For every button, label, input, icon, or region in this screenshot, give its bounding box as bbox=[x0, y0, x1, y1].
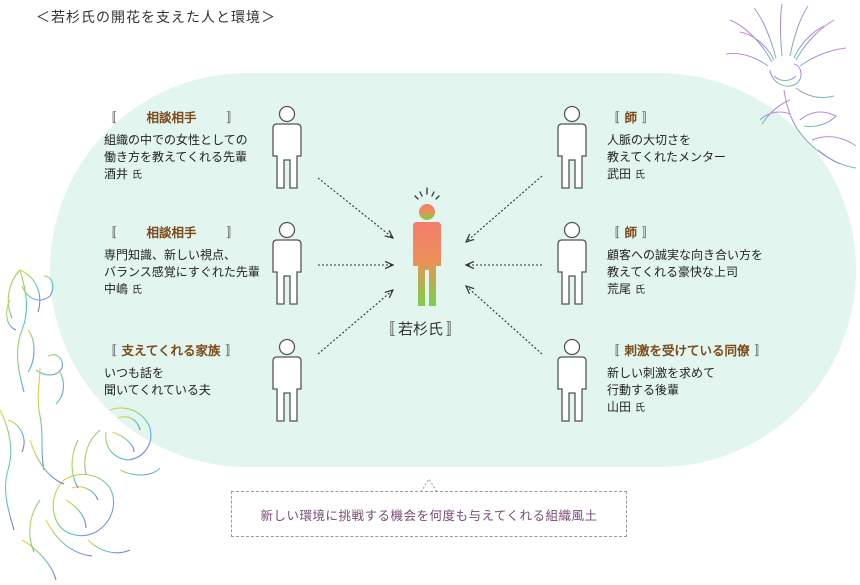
center-bracket-close: 〛 bbox=[446, 320, 462, 338]
role-heading: 〚支えてくれる家族〛 bbox=[104, 342, 238, 359]
page-title: ＜若杉氏の開花を支えた人と環境＞ bbox=[36, 10, 276, 26]
role-heading: 〚師〛 bbox=[607, 109, 726, 126]
person-name: 山田氏 bbox=[607, 399, 767, 417]
description-line: 聞いてくれている夫 bbox=[104, 383, 211, 397]
person-outline-icon bbox=[557, 105, 587, 189]
role-label: 相談相手 bbox=[146, 225, 197, 240]
description-line: 人脈の大切さを bbox=[607, 133, 692, 147]
arrow-right-3 bbox=[466, 286, 543, 355]
name-text: 荒尾 bbox=[607, 282, 632, 296]
person-outline-icon bbox=[557, 338, 587, 422]
center-name: 若杉氏 bbox=[398, 320, 444, 338]
honorific: 氏 bbox=[635, 170, 646, 181]
arrow-right-1 bbox=[466, 175, 543, 242]
person-name: 中嶋氏 bbox=[104, 281, 260, 299]
role-bracket-close: 〛 bbox=[225, 343, 239, 358]
role-label: 師 bbox=[624, 225, 638, 240]
person-outline-icon bbox=[272, 105, 302, 189]
description-line: 教えてくれる豪快な上司 bbox=[607, 265, 739, 279]
background-pill bbox=[50, 73, 856, 467]
description-line: 行動する後輩 bbox=[607, 383, 680, 397]
honorific: 氏 bbox=[635, 285, 646, 296]
honorific: 氏 bbox=[635, 403, 646, 414]
description-line: 専門知識、新しい視点、 bbox=[104, 248, 237, 262]
person-name: 荒尾氏 bbox=[607, 281, 763, 299]
role-bracket-close: 〛 bbox=[642, 225, 655, 240]
name-text: 中嶋 bbox=[104, 282, 129, 296]
supporter-block-left-1: 〚 相談相手 〛 組織の中での女性としての 働き方を教えてくれる先輩 酒井氏 bbox=[104, 109, 248, 184]
person-gradient-icon bbox=[413, 187, 441, 306]
name-text: 山田 bbox=[607, 400, 632, 414]
description-line: バランス感覚にすぐれた先輩 bbox=[104, 265, 260, 279]
role-bracket-open: 〚 bbox=[104, 225, 117, 240]
arrow-left-3 bbox=[317, 290, 393, 355]
description-line: 教えてくれたメンター bbox=[607, 150, 727, 164]
role-label: 刺激を受けている同僚 bbox=[624, 343, 750, 358]
role-heading: 〚 相談相手 〛 bbox=[104, 224, 260, 241]
description-line: 組織の中での女性としての bbox=[104, 133, 248, 147]
name-text: 酒井 bbox=[104, 167, 129, 181]
role-label: 師 bbox=[624, 110, 638, 125]
role-bracket-open: 〚 bbox=[607, 225, 620, 240]
person-outline-icon bbox=[557, 221, 587, 305]
role-heading: 〚 相談相手 〛 bbox=[104, 109, 248, 126]
center-bracket-open: 〚 bbox=[380, 320, 396, 338]
description-line: いつも話を bbox=[104, 366, 165, 380]
supporter-block-left-3: 〚支えてくれる家族〛 いつも話を 聞いてくれている夫 bbox=[104, 342, 238, 399]
role-bracket-close: 〛 bbox=[226, 225, 240, 240]
arrow-left-1 bbox=[317, 177, 393, 238]
callout-pointer bbox=[421, 478, 437, 492]
center-label: 〚若杉氏〛 bbox=[380, 318, 461, 339]
role-label: 支えてくれる家族 bbox=[121, 343, 221, 358]
supporter-block-right-1: 〚師〛 人脈の大切さを 教えてくれたメンター 武田氏 bbox=[607, 109, 726, 184]
callout-text: 新しい環境に挑戦する機会を何度も与えてくれる組織風土 bbox=[260, 507, 598, 523]
role-heading: 〚師〛 bbox=[607, 224, 763, 241]
description-line: 働き方を教えてくれる先輩 bbox=[104, 150, 248, 164]
description-line: 新しい刺激を求めて bbox=[607, 366, 716, 380]
honorific: 氏 bbox=[132, 170, 143, 181]
person-name: 武田氏 bbox=[607, 166, 726, 184]
supporter-block-left-2: 〚 相談相手 〛 専門知識、新しい視点、 バランス感覚にすぐれた先輩 中嶋氏 bbox=[104, 224, 260, 299]
name-text: 武田 bbox=[607, 167, 632, 181]
description-line: 顧客への誠実な向き合い方を bbox=[607, 248, 764, 262]
role-bracket-open: 〚 bbox=[607, 110, 620, 125]
role-bracket-open: 〚 bbox=[104, 343, 117, 358]
role-bracket-close: 〛 bbox=[642, 110, 655, 125]
role-bracket-close: 〛 bbox=[754, 343, 768, 358]
person-outline-icon bbox=[272, 338, 302, 422]
person-name: 酒井氏 bbox=[104, 166, 248, 184]
honorific: 氏 bbox=[132, 285, 143, 296]
role-bracket-close: 〛 bbox=[226, 110, 240, 125]
role-bracket-open: 〚 bbox=[104, 110, 117, 125]
supporter-block-right-2: 〚師〛 顧客への誠実な向き合い方を 教えてくれる豪快な上司 荒尾氏 bbox=[607, 224, 763, 299]
role-heading: 〚刺激を受けている同僚〛 bbox=[607, 342, 767, 359]
supporter-block-right-3: 〚刺激を受けている同僚〛 新しい刺激を求めて 行動する後輩 山田氏 bbox=[607, 342, 767, 417]
role-bracket-open: 〚 bbox=[607, 343, 620, 358]
role-label: 相談相手 bbox=[146, 110, 197, 125]
culture-callout: 新しい環境に挑戦する機会を何度も与えてくれる組織風土 bbox=[231, 491, 627, 537]
person-outline-icon bbox=[272, 221, 302, 305]
